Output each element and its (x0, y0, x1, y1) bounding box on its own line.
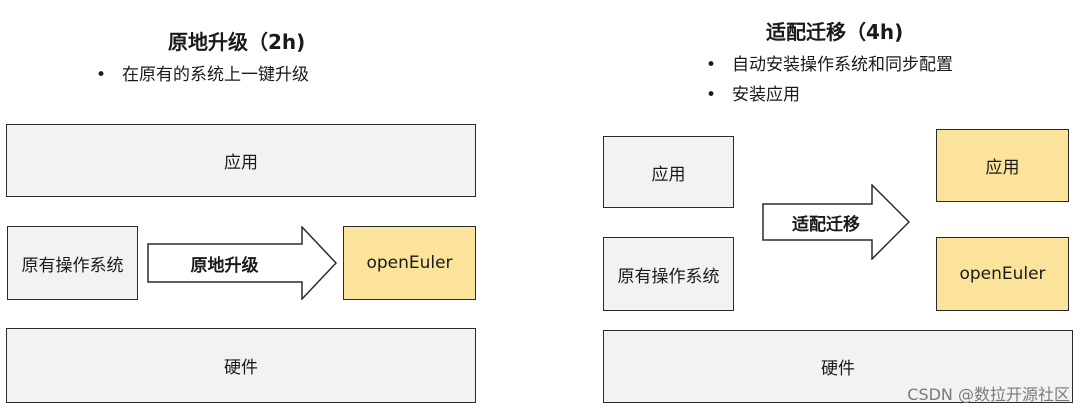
right-openeuler-box: openEuler (936, 237, 1069, 311)
left-upgrade-arrow: 原地升级 (147, 226, 337, 300)
right-os-box-label: 原有操作系统 (617, 266, 720, 287)
left-arrow-label: 原地升级 (190, 255, 259, 276)
right-title: 适配迁移（4h) (766, 20, 904, 44)
left-hardware-box: 硬件 (6, 328, 476, 403)
watermark: CSDN @数拉开源社区 (907, 385, 1070, 404)
right-bullet-2: •安装应用 (706, 85, 800, 105)
right-target-app-box: 应用 (936, 129, 1069, 202)
right-app-box: 应用 (603, 136, 734, 208)
right-os-box: 原有操作系统 (603, 237, 734, 311)
right-arrow-label: 适配迁移 (792, 214, 860, 235)
right-arrow-icon (147, 226, 337, 300)
right-arrow-icon (762, 184, 910, 260)
right-bullet-1: •自动安装操作系统和同步配置 (706, 55, 953, 75)
left-hardware-label: 硬件 (224, 358, 258, 378)
left-os-box-label: 原有操作系统 (21, 255, 124, 276)
left-bullet-1-text: 在原有的系统上一键升级 (122, 65, 309, 85)
right-openeuler-label: openEuler (959, 264, 1046, 284)
left-bullet-1: •在原有的系统上一键升级 (96, 65, 309, 85)
right-migrate-arrow: 适配迁移 (762, 184, 910, 260)
right-hardware-label: 硬件 (821, 359, 855, 379)
left-os-box: 原有操作系统 (7, 226, 138, 300)
left-app-box: 应用 (6, 124, 476, 197)
right-target-app-label: 应用 (985, 158, 1020, 178)
left-openeuler-box: openEuler (343, 226, 476, 300)
right-app-box-label: 应用 (651, 164, 686, 185)
left-title: 原地升级（2h) (168, 30, 306, 54)
right-bullet-2-text: 安装应用 (732, 85, 800, 105)
right-bullet-1-text: 自动安装操作系统和同步配置 (732, 55, 953, 75)
left-app-box-label: 应用 (224, 153, 258, 173)
left-openeuler-label: openEuler (366, 253, 453, 273)
right-hardware-box: 硬件 (603, 330, 1073, 403)
